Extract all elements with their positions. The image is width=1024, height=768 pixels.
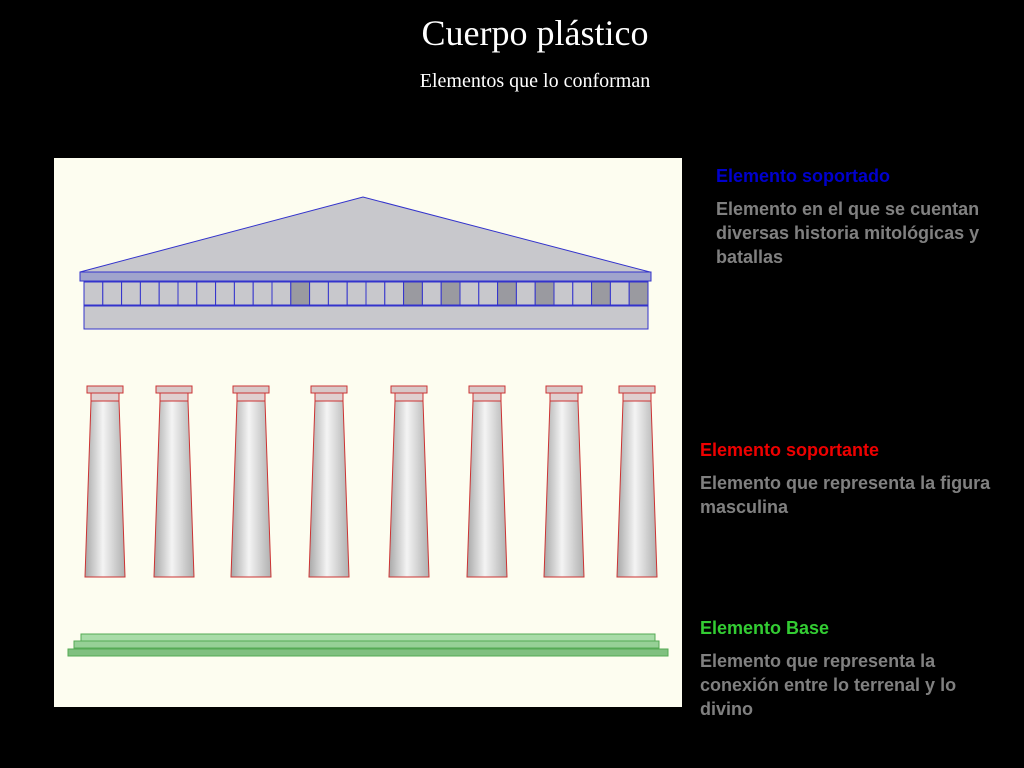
frieze-panel: [591, 281, 611, 306]
column: [616, 385, 658, 578]
frieze-panel: [83, 281, 104, 306]
frieze-panel: [515, 281, 536, 306]
column: [84, 385, 126, 578]
label-base: Elemento Base Elemento que representa la…: [700, 618, 1010, 721]
column-echinus: [159, 392, 189, 402]
frieze-panel: [553, 281, 574, 306]
columns: [84, 385, 658, 578]
column: [153, 385, 195, 578]
column-capital: [545, 385, 583, 394]
column-capital: [86, 385, 124, 394]
frieze-panel: [478, 281, 499, 306]
label-supported-description: Elemento en el que se cuentan diversas h…: [716, 199, 980, 267]
base-step-bottom: [67, 648, 669, 657]
column-capital: [310, 385, 348, 394]
column-shaft: [616, 400, 658, 578]
temple-svg: [67, 196, 669, 657]
frieze: [83, 281, 649, 306]
frieze-panel: [102, 281, 123, 306]
frieze-panel: [177, 281, 198, 306]
frieze-panel: [252, 281, 273, 306]
frieze-panel: [403, 281, 423, 306]
label-supporting: Elemento soportante Elemento que represe…: [700, 440, 1000, 519]
column-echinus: [394, 392, 424, 402]
frieze-panel: [421, 281, 442, 306]
frieze-panel: [121, 281, 141, 306]
column-echinus: [236, 392, 266, 402]
frieze-panel: [497, 281, 517, 306]
column-capital: [155, 385, 193, 394]
label-supporting-description: Elemento que representa la figura mascul…: [700, 473, 991, 517]
frieze-panel: [534, 281, 555, 306]
frieze-panel: [196, 281, 217, 306]
base-step-middle: [73, 640, 660, 649]
column-shaft: [230, 400, 272, 578]
label-supported: Elemento soportado Elemento en el que se…: [716, 166, 1006, 269]
cornice: [79, 271, 652, 282]
frieze-panel: [365, 281, 386, 306]
frieze-panel: [290, 281, 311, 306]
pediment: [79, 196, 651, 273]
label-base-heading: Elemento Base: [700, 618, 830, 638]
column-capital: [232, 385, 270, 394]
column-shaft: [543, 400, 585, 578]
temple-diagram: [54, 158, 682, 707]
page-title: Cuerpo plástico: [421, 13, 649, 53]
frieze-panel: [572, 281, 593, 306]
column: [466, 385, 508, 578]
frieze-panel: [327, 281, 348, 306]
frieze-panel: [271, 281, 292, 306]
column-capital: [390, 385, 428, 394]
column-shaft: [84, 400, 126, 578]
column: [543, 385, 585, 578]
column: [308, 385, 350, 578]
column-echinus: [622, 392, 652, 402]
frieze-panel: [139, 281, 160, 306]
column-capital: [468, 385, 506, 394]
column-shaft: [308, 400, 350, 578]
frieze-panel: [309, 281, 329, 306]
frieze-panel: [158, 281, 179, 306]
column-echinus: [472, 392, 502, 402]
frieze-panel: [384, 281, 405, 306]
architrave: [83, 305, 649, 330]
column-shaft: [466, 400, 508, 578]
frieze-panel: [459, 281, 480, 306]
column-shaft: [388, 400, 430, 578]
frieze-panel: [628, 281, 649, 306]
column-echinus: [549, 392, 579, 402]
label-supporting-heading: Elemento soportante: [700, 440, 880, 460]
frieze-panel: [440, 281, 461, 306]
base-step-top: [80, 633, 656, 642]
page-subtitle: Elementos que lo conforman: [419, 70, 651, 92]
column: [230, 385, 272, 578]
frieze-panel: [346, 281, 367, 306]
column-capital: [618, 385, 656, 394]
frieze-panel: [609, 281, 630, 306]
label-supported-heading: Elemento soportado: [716, 166, 891, 186]
column-echinus: [90, 392, 120, 402]
column-shaft: [153, 400, 195, 578]
label-base-description: Elemento que representa la conexión entr…: [700, 651, 957, 719]
frieze-panel: [215, 281, 235, 306]
column: [388, 385, 430, 578]
frieze-panel: [233, 281, 254, 306]
column-echinus: [314, 392, 344, 402]
